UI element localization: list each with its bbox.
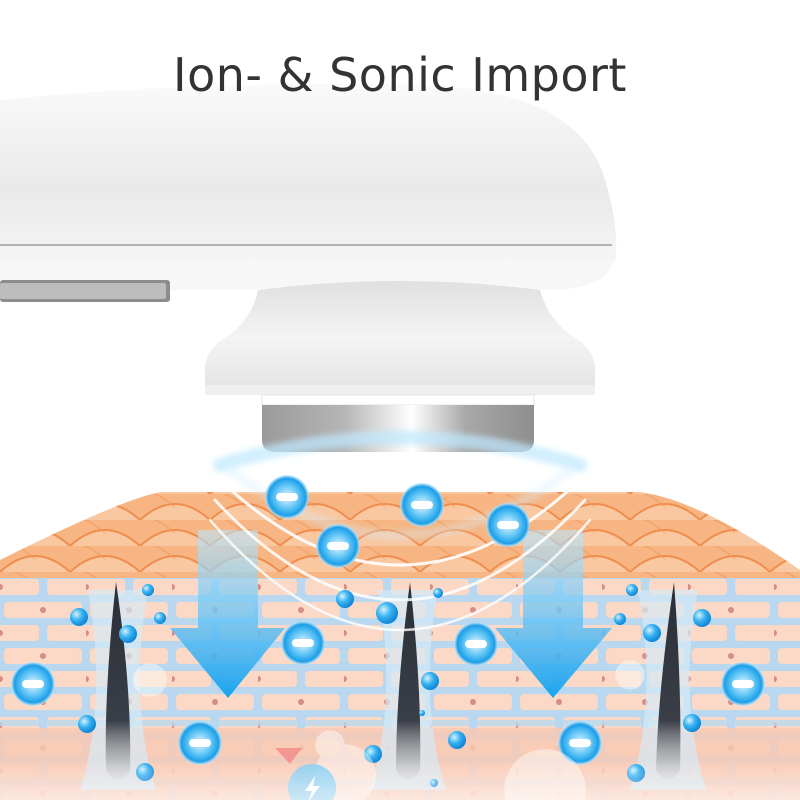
arrow-down-icon: [170, 530, 285, 698]
negative-ion-icon: [558, 721, 602, 765]
page-title: Ion- & Sonic Import: [173, 48, 627, 102]
red-marker: [275, 748, 302, 764]
arrow-down-icon: [495, 530, 612, 698]
device-neck: [205, 281, 595, 395]
negative-ion-icon: [721, 662, 765, 706]
hair-follicles: [80, 582, 706, 790]
negative-ion-icon: [316, 524, 360, 568]
sonic-waves: [208, 430, 592, 632]
arrow-icons: [170, 530, 612, 698]
device: [0, 84, 617, 452]
device-body: [0, 84, 617, 262]
negative-ion-icon: [178, 721, 222, 765]
negative-ion-icon: [486, 503, 530, 547]
negative-ion-icon: [281, 621, 325, 665]
negative-ion-icon: [400, 483, 444, 527]
negative-ion-icon: [454, 622, 498, 666]
negative-ion-icon: [265, 475, 309, 519]
negative-ion-icon: [11, 662, 55, 706]
